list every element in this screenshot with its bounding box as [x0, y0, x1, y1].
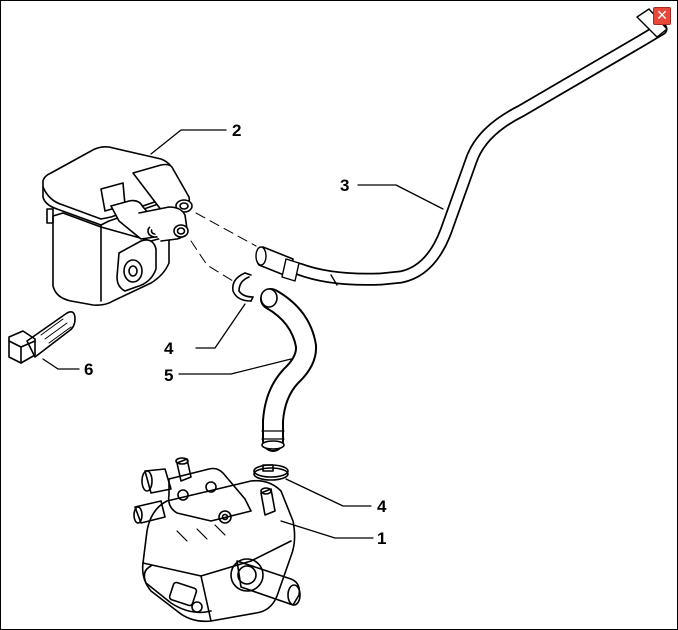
callout-6: 6: [84, 360, 93, 379]
fuel-filter-housing: [42, 146, 193, 306]
curved-hose: [260, 288, 318, 452]
assembly-guide-lines: [190, 212, 257, 282]
callout-4-upper: 4: [164, 339, 174, 358]
fuel-pump: [133, 457, 301, 623]
fuel-pipe: [255, 8, 668, 286]
callout-1: 1: [377, 529, 386, 548]
leader-lines: [42, 129, 444, 539]
hose-clamp-lower: [253, 464, 289, 481]
close-icon: ✕: [656, 8, 668, 24]
callout-5: 5: [164, 366, 173, 385]
hose-clip-upper: [231, 272, 254, 302]
close-button[interactable]: ✕: [653, 7, 671, 25]
callout-4-lower: 4: [377, 497, 387, 516]
bolt: [8, 311, 76, 364]
callout-3: 3: [340, 176, 349, 195]
callout-2: 2: [232, 121, 241, 140]
